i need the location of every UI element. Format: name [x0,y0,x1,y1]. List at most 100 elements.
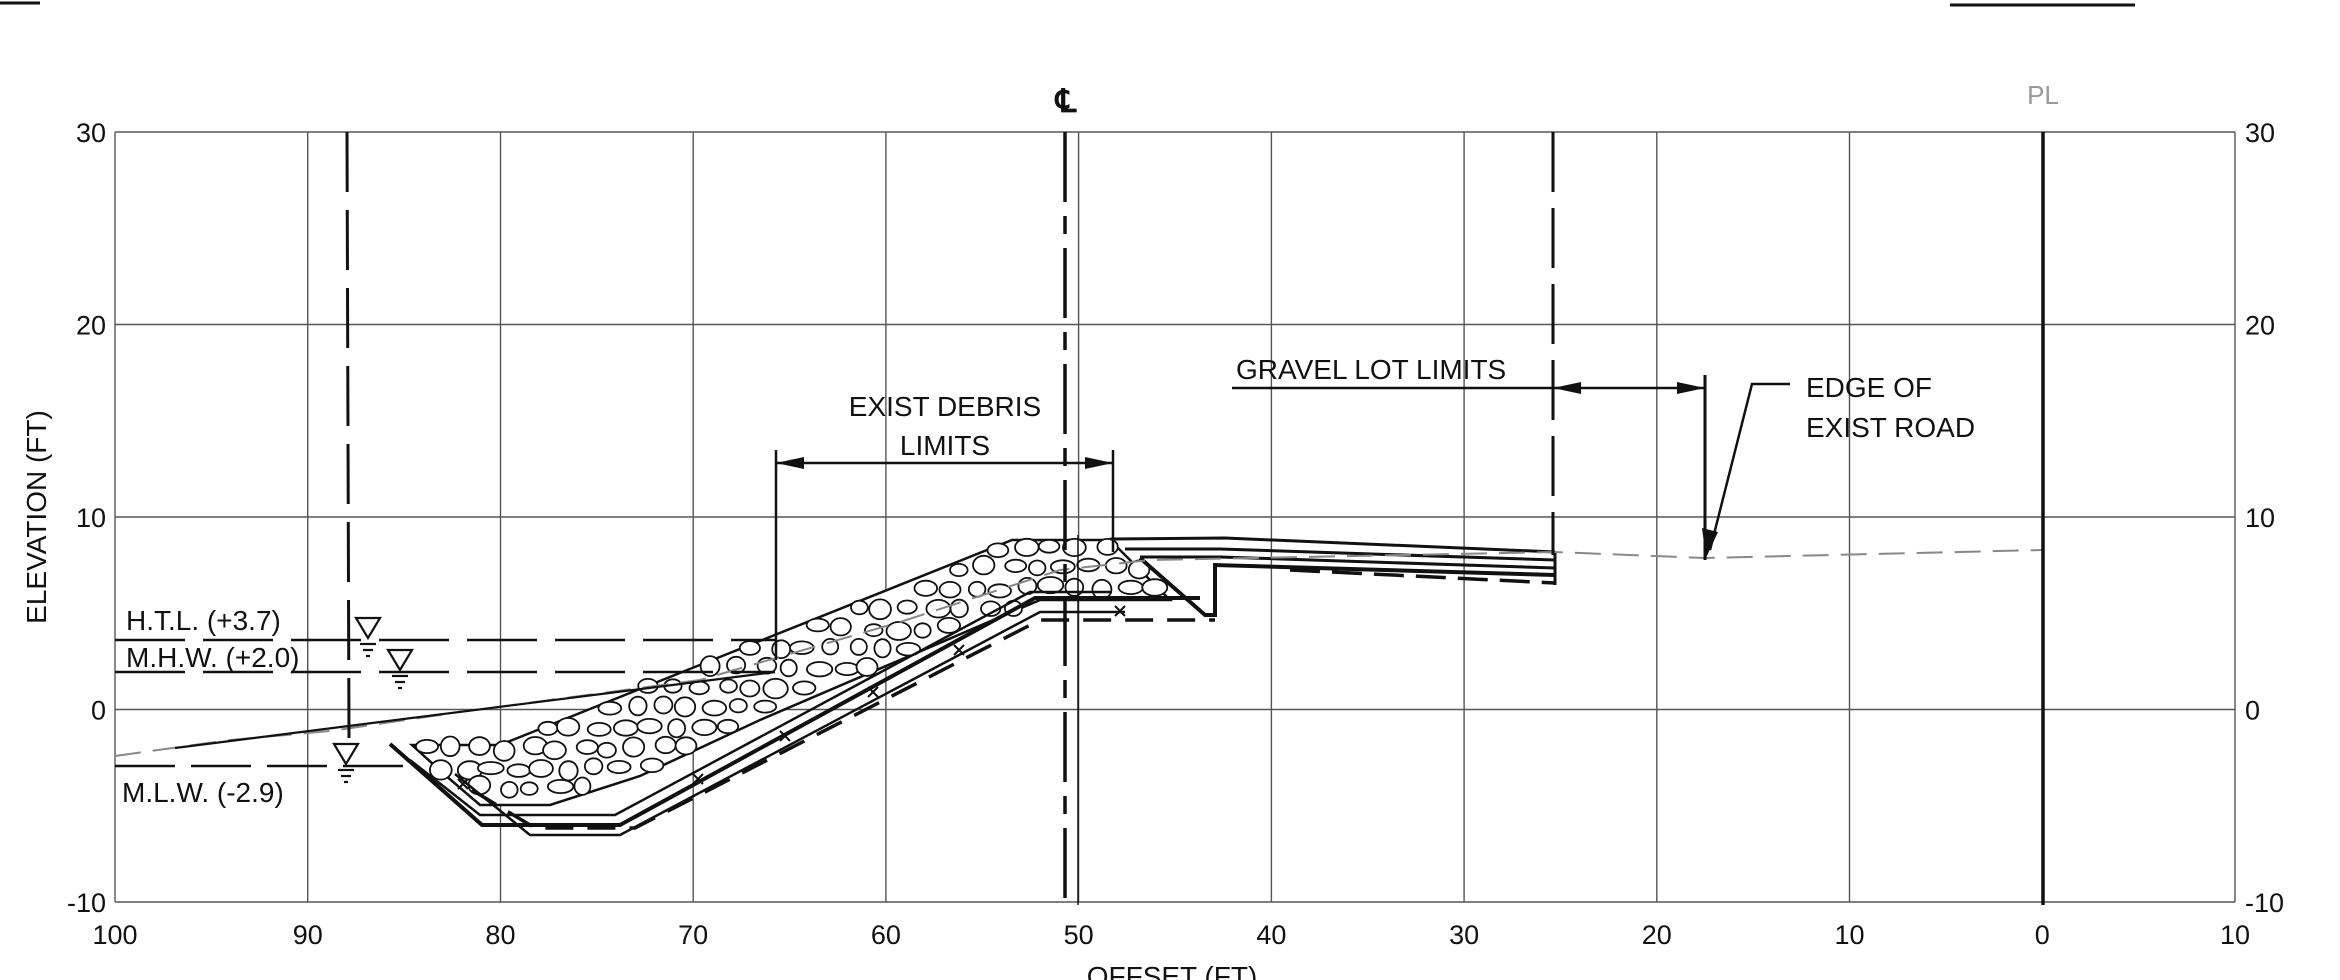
gravel-lot-label: GRAVEL LOT LIMITS [1236,354,1506,385]
grid [114,131,2236,903]
riprap-stone [1027,559,1047,577]
riprap-stone [575,739,599,755]
mlw-water-symbol [332,742,360,784]
gravel-lot-surface-3 [1140,555,1556,570]
y-tick-label-right: 0 [2245,696,2260,726]
x-tick-label: 100 [92,920,137,950]
riprap-stone [691,718,718,737]
riprap-stone [542,740,567,761]
debris-arrow-right [1085,457,1113,469]
htl-label: H.T.L. (+3.7) [126,605,281,636]
riprap-stone [821,638,840,656]
x-tick-label: 10 [2220,920,2250,950]
toe-limit-line [345,131,351,741]
riprap-stone [573,776,592,796]
y-tick-label-left: 30 [76,118,106,148]
riprap-stone [972,554,996,576]
mhw-label: M.H.W. (+2.0) [126,642,299,673]
y-tick-label-right: -10 [2245,888,2284,918]
debris-label-line1: EXIST DEBRIS [849,391,1041,422]
gravel-lot-base-line [1138,556,1556,617]
riprap-stone [936,617,962,634]
riprap-stones [414,537,1169,799]
y-tick-label-left: 0 [91,696,106,726]
gravel-arrow-left [1553,382,1581,394]
debris-arrow-left [776,457,804,469]
riprap-stone [792,680,817,696]
riprap-stone [719,678,738,694]
x-axis-title: OFFSET (FT) [1087,961,1258,980]
riprap-stone [986,542,1010,559]
riprap-stone [654,735,677,755]
riprap-bottom-line [388,596,1200,827]
riprap-stone [414,739,439,755]
riprap-stone [558,760,579,782]
x-tick-label: 30 [1449,920,1479,950]
riprap-stone [855,657,879,677]
existing-ground-line [115,549,2043,757]
riprap-stone [895,642,922,657]
riprap-stone [1037,538,1061,554]
riprap-stone [636,717,663,735]
htl-water-symbol [354,616,382,658]
riprap-stone [506,763,531,778]
riprap-stone [938,581,962,599]
riprap-stone [613,719,639,737]
riprap-stone [913,579,939,597]
bedding-mid-line [409,590,1112,817]
riprap-stone [1141,578,1169,597]
riprap-stone [468,736,491,756]
road-edge-leader [1708,382,1790,551]
riprap-stone [597,700,623,716]
x-tick-label: 60 [871,920,901,950]
riprap-stone [885,621,912,641]
bedding-dashed-line [471,618,1215,830]
old-ground-line [174,670,776,750]
riprap-stone [537,720,559,736]
riprap-stone [949,563,969,578]
riprap-stone [805,617,830,633]
mhw-water-symbol [386,648,414,690]
riprap-stone [716,718,740,735]
riprap-stone [913,622,932,639]
riprap-stone [896,599,918,615]
mlw-label: M.L.W. (-2.9) [122,777,284,808]
riprap-stone [667,718,686,739]
gravel-lot-surface-2 [1125,547,1556,562]
riprap-stone [596,741,617,759]
riprap-stone [673,696,697,718]
x-tick-label: 70 [678,920,708,950]
riprap-stone [674,736,698,756]
section-geometry [115,536,2043,837]
y-tick-label-right: 20 [2245,311,2275,341]
y-tick-label-left: -10 [67,888,106,918]
y-tick-label-right: 30 [2245,118,2275,148]
x-tick-label: 40 [1256,920,1286,950]
road-edge-arrow [1702,528,1718,558]
riprap-stone [546,779,575,795]
riprap-stone [1096,538,1119,556]
riprap-stone [987,583,1012,599]
y-axis-title: ELEVATION (FT) [21,410,52,624]
x-tick-label: 50 [1064,920,1094,950]
gravel-lot-surface-1 [1109,536,1556,554]
riprap-stone [1104,557,1128,575]
riprap-stone [639,757,665,774]
riprap-stone [492,740,516,762]
riprap-stone [653,695,674,715]
riprap-stone [555,717,581,737]
y-axis-ticks-right: 30 20 10 0 -10 [2245,118,2284,918]
riprap-stone [805,661,834,678]
x-tick-label: 80 [485,920,515,950]
riprap-stone [583,757,604,776]
riprap-stone [701,699,728,717]
y-tick-label-right: 10 [2245,503,2275,533]
gravel-arrow-right [1677,382,1705,394]
x-tick-label: 0 [2035,920,2050,950]
road-edge-label-line2: EXIST ROAD [1806,412,1975,443]
x-tick-label: 10 [1835,920,1865,950]
riprap-stone [1117,579,1144,596]
riprap-stone [528,759,554,778]
